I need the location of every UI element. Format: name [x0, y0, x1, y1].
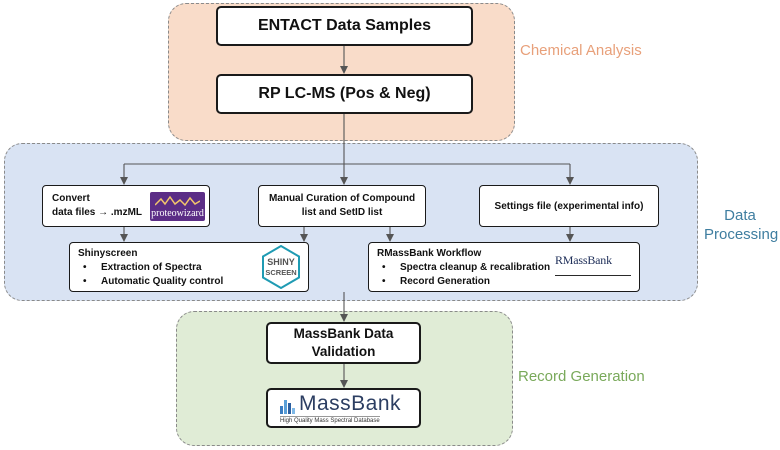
shinyscreen-logo: SHINY SCREEN	[262, 245, 300, 289]
convert-files-box: Convert data files → .mzML proteowizard	[42, 185, 210, 227]
shinyscreen-list: Extraction of Spectra Automatic Quality …	[78, 261, 223, 289]
massbank-logo: MassBank High Quality Mass Spectral Data…	[268, 393, 419, 424]
proteowizard-wave-icon	[155, 195, 200, 207]
massbank-validation-box: MassBank Data Validation	[266, 322, 421, 364]
shinyscreen-logo-line2: SCREEN	[265, 268, 296, 277]
rmassbank-item: Spectra cleanup & recalibration	[377, 261, 550, 275]
rmassbank-title: RMassBank Workflow	[377, 248, 482, 259]
massbank-logo-subtitle: High Quality Mass Spectral Database	[280, 415, 380, 424]
entact-samples-box: ENTACT Data Samples	[216, 6, 473, 46]
shinyscreen-box: Shinyscreen Extraction of Spectra Automa…	[69, 242, 309, 292]
settings-file-box: Settings file (experimental info)	[479, 185, 659, 227]
massbank-box: MassBank High Quality Mass Spectral Data…	[266, 388, 421, 428]
rmassbank-workflow-box: RMassBank Workflow Spectra cleanup & rec…	[368, 242, 640, 292]
validation-line1: MassBank Data	[293, 326, 394, 342]
curation-line1: Manual Curation of Compound	[268, 193, 416, 204]
validation-line2: Validation	[311, 344, 376, 359]
settings-file-text: Settings file (experimental info)	[494, 200, 644, 212]
manual-curation-box: Manual Curation of Compound list and Set…	[258, 185, 426, 227]
rmassbank-logo-rule	[555, 275, 631, 276]
shinyscreen-item: Automatic Quality control	[78, 275, 223, 289]
shinyscreen-item: Extraction of Spectra	[78, 261, 223, 275]
rp-lcms-box: RP LC-MS (Pos & Neg)	[216, 74, 473, 114]
shinyscreen-title: Shinyscreen	[78, 248, 138, 259]
rmassbank-item: Record Generation	[377, 275, 550, 289]
curation-line2: list and SetID list	[301, 207, 383, 218]
massbank-bars-icon	[280, 399, 295, 414]
entact-samples-text: ENTACT Data Samples	[257, 17, 432, 34]
shinyscreen-logo-line1: SHINY	[267, 257, 295, 267]
proteowizard-logo: proteowizard	[150, 192, 205, 221]
data-processing-label: Data Processing	[704, 207, 779, 243]
rmassbank-list: Spectra cleanup & recalibration Record G…	[377, 261, 550, 289]
record-generation-label: Record Generation	[518, 368, 645, 385]
chemical-analysis-label: Chemical Analysis	[520, 42, 642, 59]
proteowizard-logo-text: proteowizard	[151, 208, 204, 219]
rmassbank-logo: RMassBank	[555, 253, 612, 267]
convert-line2: data files → .mzML	[52, 206, 143, 218]
convert-line1: Convert	[52, 193, 90, 204]
rp-lcms-text: RP LC-MS (Pos & Neg)	[258, 85, 431, 102]
massbank-logo-title: MassBank	[299, 391, 402, 415]
